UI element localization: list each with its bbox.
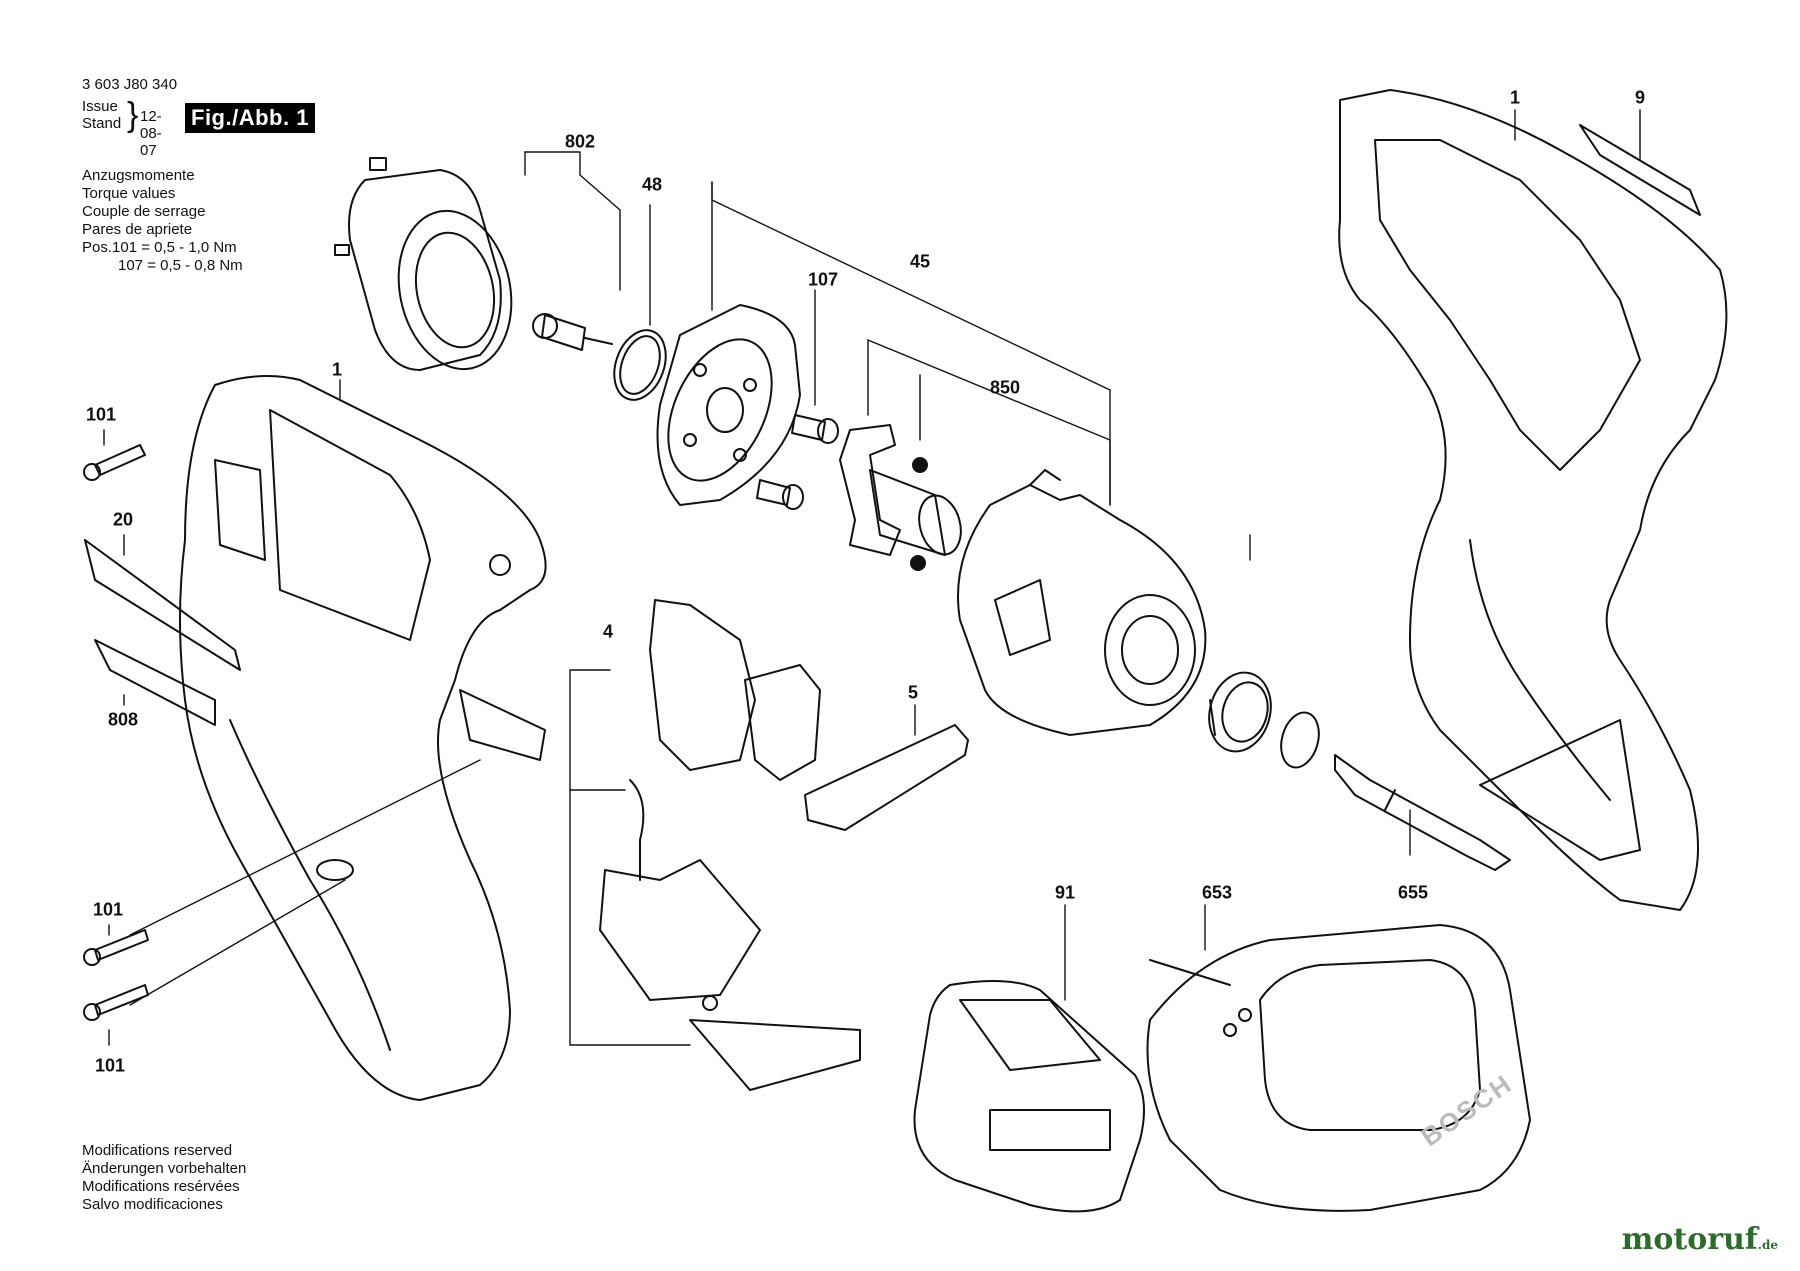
watermark-main: motoruf <box>1621 1222 1758 1257</box>
callout-653: 653 <box>1201 882 1233 903</box>
part-housing-45 <box>957 469 1207 736</box>
callout-101-top: 101 <box>85 404 117 425</box>
notice-line: Modifications reserved <box>82 1142 233 1159</box>
torque-value: 107 = 0,5 - 0,8 Nm <box>118 257 243 274</box>
torque-value: Pos.101 = 0,5 - 1,0 Nm <box>82 239 237 256</box>
part-housing-right-1 <box>1338 89 1728 911</box>
issue-date: 12-08-07 <box>140 108 162 159</box>
leader-lines <box>103 109 1641 1046</box>
callout-45: 45 <box>909 251 931 272</box>
part-slide-5 <box>804 724 969 831</box>
callout-1-right: 1 <box>1509 87 1521 108</box>
issue-block: Issue Stand } 12-08-07 <box>82 98 162 159</box>
watermark-logo: motoruf.de <box>1622 1222 1778 1257</box>
callout-101-bot: 101 <box>94 1055 126 1076</box>
part-housing-left-1 <box>179 375 547 1101</box>
notice-line: Modifications resérvées <box>82 1178 240 1195</box>
callout-101-mid: 101 <box>92 899 124 920</box>
callout-107: 107 <box>807 269 839 290</box>
part-label-808 <box>94 639 216 726</box>
stand-label: Stand <box>82 115 122 132</box>
part-motor-802 <box>334 157 613 371</box>
figure-badge: Fig./Abb. 1 <box>185 103 315 133</box>
part-screws-107 <box>756 414 839 510</box>
part-spindle-850 <box>839 424 962 571</box>
part-o-ring-48 <box>613 329 667 401</box>
notice-line: Salvo modificaciones <box>82 1196 223 1213</box>
part-bit-655 <box>1334 754 1511 871</box>
part-label-9 <box>1579 124 1701 216</box>
callout-4: 4 <box>602 621 614 642</box>
callout-808: 808 <box>107 709 139 730</box>
part-switch-4 <box>599 599 861 1091</box>
callout-91: 91 <box>1054 882 1076 903</box>
part-clutch-ring <box>1208 671 1320 769</box>
callout-802: 802 <box>564 131 596 152</box>
part-gear-cover <box>656 304 801 506</box>
callout-48: 48 <box>641 174 663 195</box>
callout-20: 20 <box>112 509 134 530</box>
callout-9: 9 <box>1634 87 1646 108</box>
torque-block: Anzugsmomente Torque values Couple de se… <box>82 167 243 275</box>
watermark-suffix: .de <box>1757 1238 1778 1252</box>
part-charger-653 <box>1146 924 1531 1212</box>
callout-850: 850 <box>989 377 1021 398</box>
callout-5: 5 <box>907 682 919 703</box>
notice-line: Änderungen vorbehalten <box>82 1160 247 1177</box>
callout-1-left: 1 <box>331 359 343 380</box>
part-screws-101 <box>83 444 149 1021</box>
modifications-notice: Modifications reserved Änderungen vorbeh… <box>82 1142 246 1214</box>
part-battery-91 <box>913 980 1145 1213</box>
torque-line: Torque values <box>82 185 176 202</box>
torque-line: Anzugsmomente <box>82 167 195 184</box>
issue-label: Issue <box>82 98 118 115</box>
part-number: 3 603 J80 340 <box>82 76 178 93</box>
part-label-20 <box>84 539 241 671</box>
issue-brace-icon: } <box>127 96 139 134</box>
torque-line: Couple de serrage <box>82 203 206 220</box>
torque-line: Pares de apriete <box>82 221 193 238</box>
callout-655: 655 <box>1397 882 1429 903</box>
